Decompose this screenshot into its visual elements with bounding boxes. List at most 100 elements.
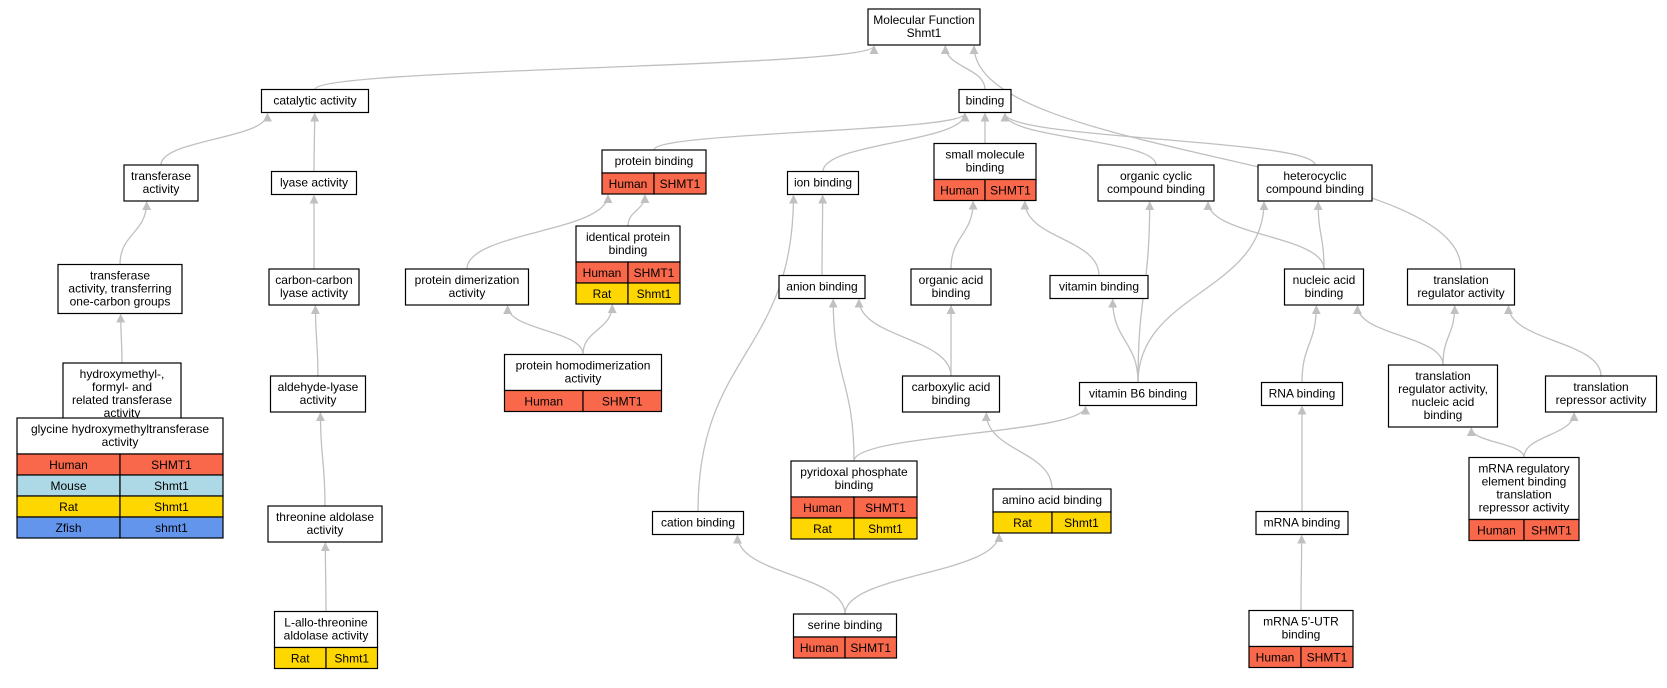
- node-label-box: [269, 375, 367, 413]
- gene-label: SHMT1: [634, 266, 675, 280]
- node-vitamin-binding[interactable]: vitamin binding: [1049, 274, 1149, 300]
- edge-amino_acid-to-carboxylic_acid: [981, 412, 1053, 490]
- node-label-line: transferase: [131, 169, 191, 183]
- node-label-line: nucleic acid: [1412, 395, 1475, 409]
- node-label-line: glycine hydroxymethyltransferase: [31, 422, 209, 436]
- node-label-line: activity: [102, 435, 139, 449]
- node-label-box: [270, 170, 358, 196]
- node-label-line: translation: [1573, 380, 1628, 394]
- gene-cell: [119, 516, 224, 539]
- node-label-box: [910, 268, 992, 306]
- node-label-line: formyl- and: [92, 380, 152, 394]
- gene-cell: [1051, 511, 1112, 534]
- node-label-line: element binding: [1482, 475, 1567, 489]
- node-label-box: [123, 164, 199, 202]
- node-label-line: protein binding: [615, 154, 694, 168]
- gene-cell: [984, 178, 1037, 202]
- gene-cell: [1300, 645, 1354, 669]
- node-label-box: [651, 510, 745, 536]
- gene-cell: [325, 646, 379, 670]
- node-label-line: protein dimerization: [415, 273, 520, 287]
- gene-label: Shmt1: [154, 500, 189, 514]
- species-label: Human: [940, 184, 979, 198]
- node-label-line: carboxylic acid: [912, 380, 991, 394]
- node-label-line: regulator activity: [1417, 286, 1504, 300]
- node-label-box: [867, 8, 981, 46]
- node-catalytic[interactable]: catalytic activity: [260, 88, 370, 114]
- node-label-line: translation: [1496, 488, 1551, 502]
- node-ion-binding[interactable]: ion binding: [786, 170, 860, 196]
- node-label-line: binding: [932, 286, 971, 300]
- node-label-line: activity: [307, 523, 344, 537]
- node-label-line: threonine aldolase: [276, 510, 374, 524]
- node-label-line: activity: [143, 182, 180, 196]
- edge-translation_regulator-to-mf: [969, 45, 1462, 270]
- node-label-box: [62, 362, 182, 426]
- node-mrna-binding[interactable]: mRNA binding: [1255, 510, 1349, 536]
- node-label-line: mRNA 5'-UTR: [1263, 615, 1339, 629]
- node-label-line: lyase activity: [280, 286, 348, 300]
- node-label-line: translation: [1433, 273, 1488, 287]
- node-rna-binding[interactable]: RNA binding: [1260, 381, 1344, 407]
- gene-label: SHMT1: [990, 184, 1031, 198]
- edge-protein_homodimerization-to-protein_dimerization: [503, 305, 584, 355]
- node-vitamin-b6[interactable]: vitamin B6 binding: [1078, 381, 1198, 407]
- node-label-line: binding: [966, 94, 1005, 108]
- node-label-line: binding: [1305, 286, 1344, 300]
- edge-translation_repressor-to-translation_regulator: [1504, 305, 1602, 377]
- node-binding[interactable]: binding: [958, 88, 1012, 114]
- node-label-line: translation: [1415, 369, 1470, 383]
- node-label-box: [16, 417, 224, 455]
- node-label-box: [786, 170, 860, 196]
- node-label-line: compound binding: [1107, 182, 1205, 196]
- edge-pyridoxal-to-anion_binding: [828, 298, 855, 462]
- node-label-box: [1049, 274, 1149, 300]
- edge-anion_binding-to-ion_binding: [818, 194, 828, 276]
- edge-vitamin_binding-to-small_molecule: [1020, 200, 1100, 276]
- node-label-line: anion binding: [786, 280, 857, 294]
- node-label-line: aldolase activity: [284, 629, 369, 643]
- node-anion-binding[interactable]: anion binding: [778, 274, 866, 300]
- node-label-line: amino acid binding: [1002, 493, 1102, 507]
- edge-identical_protein-to-protein_binding: [627, 194, 650, 227]
- node-label-line: mRNA regulatory: [1478, 462, 1569, 476]
- node-label-line: catalytic activity: [273, 94, 356, 108]
- node-label-line: binding: [835, 478, 874, 492]
- node-label-box: [1406, 268, 1516, 306]
- node-glycine-hmt[interactable]: glycine hydroxymethyltransferaseactivity…: [16, 417, 224, 539]
- node-label-box: [575, 225, 681, 263]
- edge-heterocyclic-to-binding: [1000, 112, 1316, 166]
- node-label-line: binding: [932, 393, 971, 407]
- node-label-line: mRNA binding: [1264, 516, 1341, 530]
- node-cation-binding[interactable]: cation binding: [651, 510, 745, 536]
- node-label-box: [1468, 456, 1580, 521]
- node-label-box: [790, 460, 918, 498]
- node-lyase[interactable]: lyase activity: [270, 170, 358, 196]
